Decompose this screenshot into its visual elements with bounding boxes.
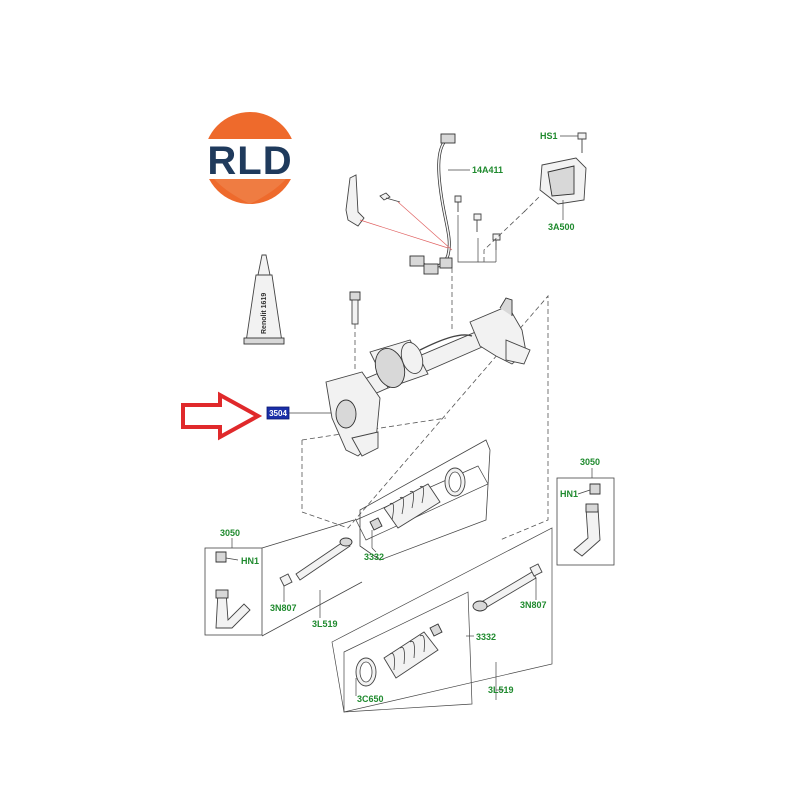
highlight-label-text: 3504: [269, 409, 287, 418]
rld-logo: RLD: [199, 112, 301, 204]
harness-cable: [419, 138, 451, 269]
lower-small-clamp: [429, 623, 443, 637]
callout-3n807-right: 3N807: [520, 600, 547, 610]
upper-inner-tie-rod-shaft: [295, 539, 351, 581]
rack-mount-bolt-head: [349, 291, 361, 301]
callout-3n807-left: 3N807: [270, 603, 297, 613]
lower-enclosure: [331, 527, 553, 713]
callout-14a411: 14A411: [472, 165, 503, 175]
rack-mount-bolt-shank: [351, 299, 359, 325]
right-tie-rod-end: [573, 507, 601, 557]
callout-3l519-upper: 3L519: [312, 619, 338, 629]
left-tie-rod-end-box: [204, 547, 263, 636]
callout-3c650: 3C650: [357, 694, 384, 704]
bolt-small-3: [473, 213, 482, 232]
bolt-small-2: [454, 195, 462, 212]
callout-hn1-left: HN1: [241, 556, 259, 566]
tube-nozzle: [257, 254, 271, 276]
red-pointer-arrow-icon: [181, 391, 263, 441]
lower-tie-rod-nut: [529, 563, 543, 577]
callout-3l519-lower: 3L519: [488, 685, 514, 695]
callout-3332-upper: 3332: [364, 552, 384, 562]
tube-label: Renolit 1619: [261, 293, 268, 334]
rack-enclosure: [301, 294, 549, 541]
lower-boot: [383, 631, 439, 679]
sealant-tube: Renolit 1619: [243, 254, 285, 345]
callout-hs1: HS1: [540, 131, 558, 141]
lower-tie-rod-group: [331, 527, 553, 713]
logo-text: RLD: [207, 139, 292, 183]
tube-crimp: [243, 337, 285, 345]
harness-bracket: [345, 174, 365, 227]
wiring-harness-group: [345, 133, 527, 275]
bolt-small-1: [379, 192, 401, 203]
mount-3a500-group: [523, 132, 587, 220]
logo-white-band: [199, 139, 301, 179]
harness-connector-3: [439, 257, 453, 269]
steering-rack-assembly: [301, 268, 549, 541]
right-tie-rod-end-box: [556, 477, 615, 566]
callout-3332-lower: 3332: [476, 632, 496, 642]
callout-3050-right: 3050: [580, 457, 600, 467]
bolt-hs1: [577, 132, 587, 153]
callout-labels: HS1 14A411 3A500 3050 HN1 3050 HN1 3332 …: [220, 131, 600, 704]
upper-tie-rod-group: [355, 439, 491, 561]
upper-small-clamp: [369, 517, 383, 531]
harness-connector-2: [423, 263, 439, 275]
right-hn1-nut: [589, 483, 601, 495]
callout-hn1-right: HN1: [560, 489, 578, 499]
callout-3050-left: 3050: [220, 528, 240, 538]
upper-tie-rod-nut: [279, 573, 293, 587]
highlight-label-3504: 3504: [266, 406, 333, 420]
callout-3a500: 3A500: [548, 222, 575, 232]
left-tie-rod-end-group: [204, 538, 263, 636]
bolt-small-4: [492, 233, 501, 250]
harness-connector-1: [409, 255, 425, 267]
upper-inner-tie-rod: [261, 519, 363, 637]
left-hn1-nut: [215, 551, 227, 563]
right-tie-rod-end-group: [556, 468, 615, 566]
harness-connector-top: [440, 133, 456, 144]
